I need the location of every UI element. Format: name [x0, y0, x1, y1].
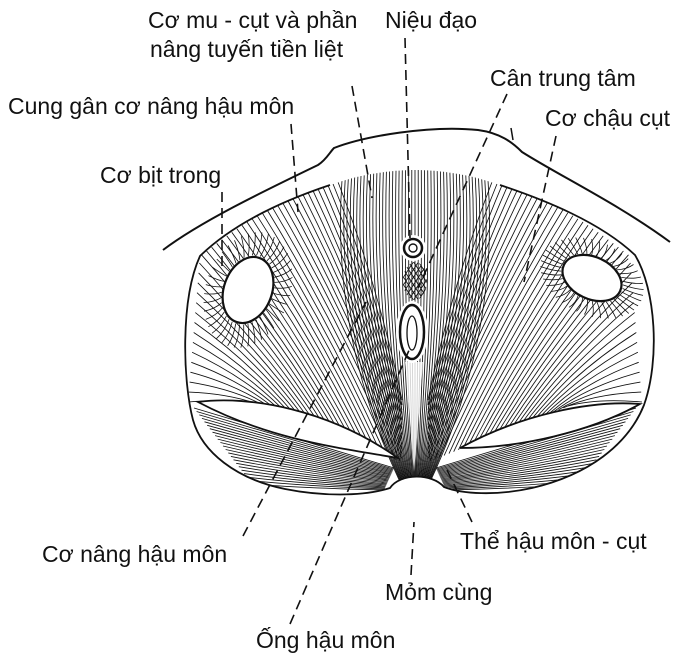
- anal-canal-opening: [400, 305, 424, 359]
- obturator-internus-fiber: [541, 273, 561, 275]
- obturator-internus-fiber: [592, 239, 593, 255]
- obturator-internus-fiber: [264, 313, 274, 328]
- label-urethra: Niệu đạo: [385, 7, 477, 33]
- obturator-internus-fiber: [610, 301, 622, 316]
- leader-line-coccyx-tip: [411, 522, 414, 575]
- pubic-tick-mark: [511, 128, 513, 140]
- obturator-internus-fiber: [592, 301, 593, 317]
- obturator-internus-fiber: [248, 324, 249, 347]
- obturator-internus-fiber: [623, 281, 643, 283]
- obturator-internus-fiber: [274, 269, 292, 278]
- obturator-internus-fiber: [222, 252, 232, 267]
- leader-line-urethra: [405, 38, 410, 238]
- label-levator-ani: Cơ nâng hậu môn: [42, 541, 227, 567]
- leader-line-anococcygeal-body: [447, 470, 472, 522]
- obturator-internus-fiber: [273, 293, 290, 295]
- obturator-internus-fiber: [204, 292, 222, 294]
- label-anal-canal: Ống hậu môn: [256, 626, 395, 653]
- label-anococcygeal-body: Thể hậu môn - cụt: [460, 528, 647, 554]
- obturator-internus-fiber: [614, 299, 629, 313]
- obturator-internus-fiber: [622, 292, 642, 301]
- obturator-internus-fiber: [256, 320, 261, 340]
- label-obturator-internus: Cơ bịt trong: [100, 162, 221, 188]
- label-tendinous-arch: Cung gân cơ nâng hậu môn: [8, 93, 294, 119]
- label-pubococcygeus-line2: nâng tuyến tiền liệt: [150, 36, 344, 62]
- label-central-tendon: Cân trung tâm: [490, 65, 636, 91]
- obturator-internus-fiber: [621, 277, 641, 278]
- obturator-internus-fiber: [568, 238, 578, 254]
- obturator-internus-fiber: [550, 246, 567, 259]
- label-pubococcygeus-line1: Cơ mu - cụt và phần: [148, 7, 357, 33]
- leader-line-iliococcygeus: [524, 136, 556, 282]
- urethra-opening: [404, 239, 422, 257]
- label-coccyx-tip: Mỏm cùng: [385, 579, 492, 605]
- label-iliococcygeus: Cơ chậu cụt: [545, 105, 671, 131]
- obturator-internus-fiber: [228, 246, 236, 264]
